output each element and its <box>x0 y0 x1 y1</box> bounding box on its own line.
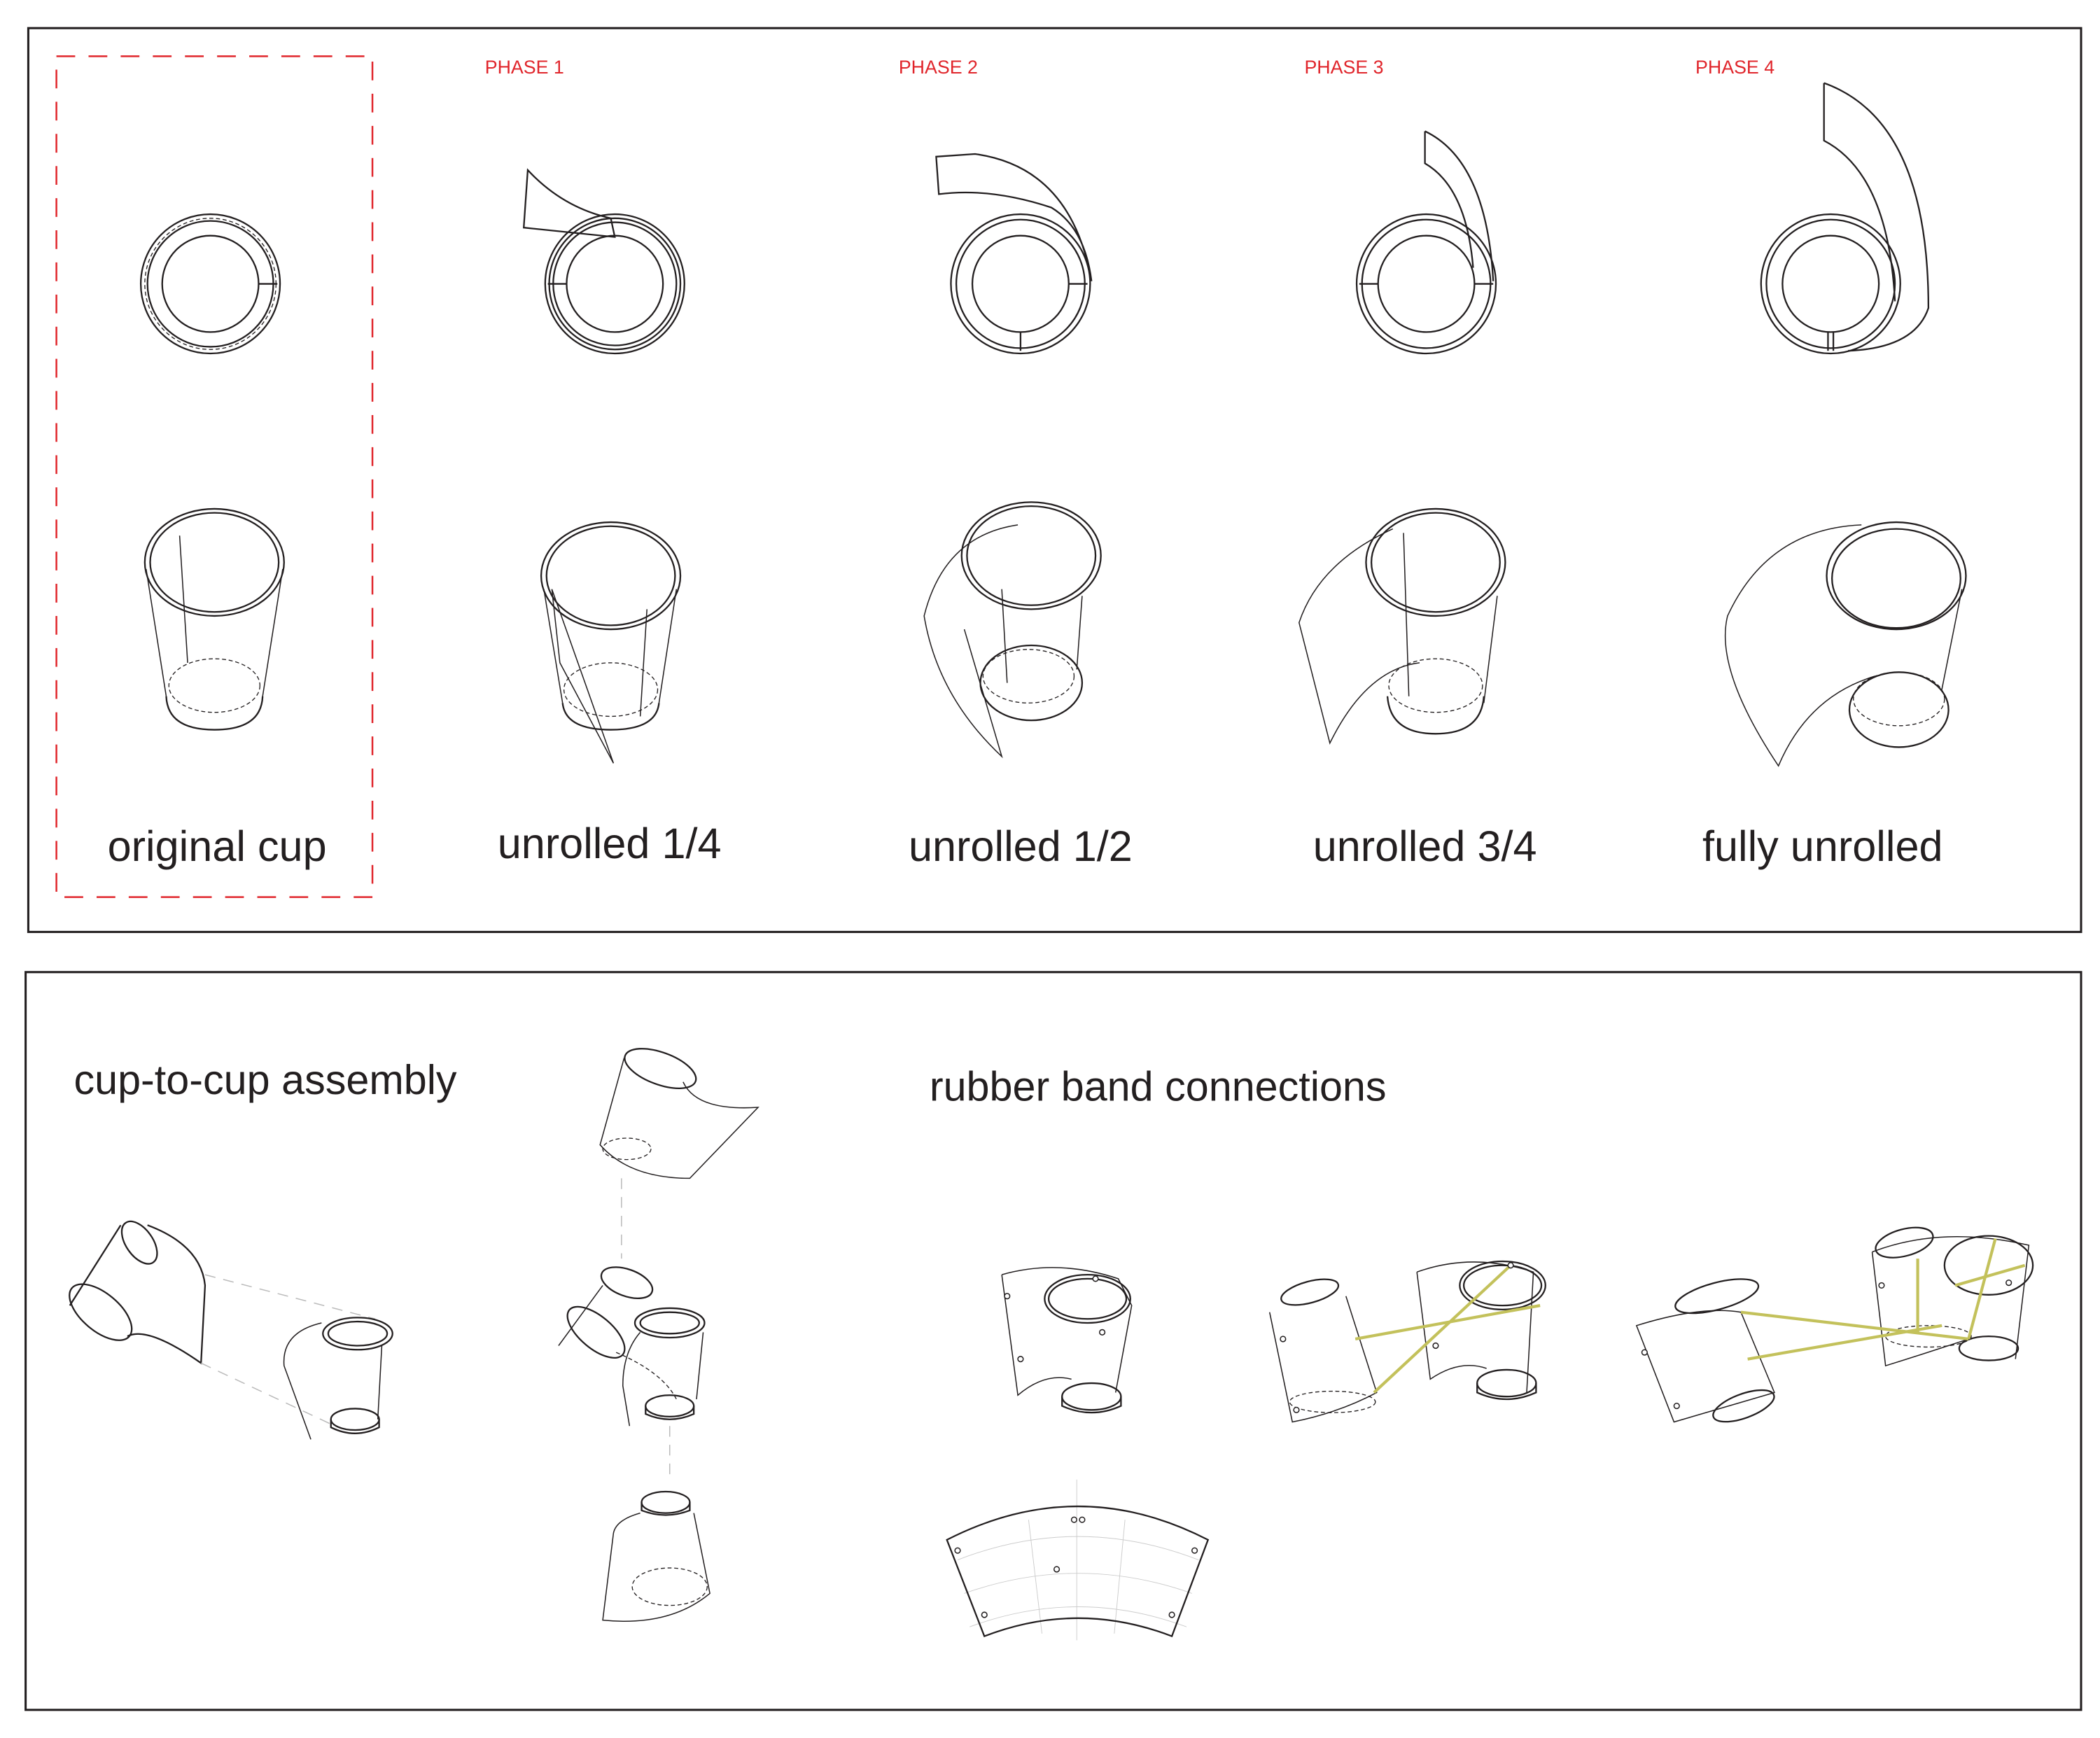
original-cup-highlight <box>55 55 374 898</box>
top-view-phase-3 <box>1355 130 1497 355</box>
caption-original-cup: original cup <box>108 822 327 870</box>
top-view-phase-2 <box>935 153 1093 355</box>
top-view-phase-4 <box>1760 82 1930 355</box>
phase-2-label: PHASE 2 <box>899 57 978 78</box>
assembly-exploded-stack <box>558 1048 760 1623</box>
cup-unrolled-quarter <box>540 521 682 764</box>
caption-unrolled-half: unrolled 1/2 <box>909 822 1133 870</box>
top-panel-frame <box>27 27 2082 933</box>
phase-3-label: PHASE 3 <box>1304 57 1383 78</box>
two-cup-connection <box>1268 1260 1546 1423</box>
caption-fully-unrolled: fully unrolled <box>1702 822 1943 870</box>
phase-1-label: PHASE 1 <box>485 57 564 78</box>
top-view-phase-1 <box>522 168 685 355</box>
flat-cup-template <box>946 1479 1210 1641</box>
bottom-panel-frame <box>24 971 2082 1711</box>
top-view-original <box>139 213 281 355</box>
cup-unrolled-three-quarter <box>1298 507 1506 745</box>
caption-unrolled-three-quarter: unrolled 3/4 <box>1313 822 1537 870</box>
phase-4-label: PHASE 4 <box>1695 57 1774 78</box>
three-cup-connection <box>1635 1226 2034 1423</box>
cup-original <box>144 507 285 731</box>
cup-unrolled-half <box>923 501 1102 759</box>
cup-fully-unrolled <box>1724 521 1967 767</box>
connections-title: rubber band connections <box>930 1063 1387 1109</box>
assembly-title: cup-to-cup assembly <box>74 1056 456 1103</box>
caption-unrolled-quarter: unrolled 1/4 <box>498 820 722 867</box>
single-cup-with-holes <box>1001 1267 1133 1414</box>
assembly-left-pair <box>69 1220 393 1440</box>
